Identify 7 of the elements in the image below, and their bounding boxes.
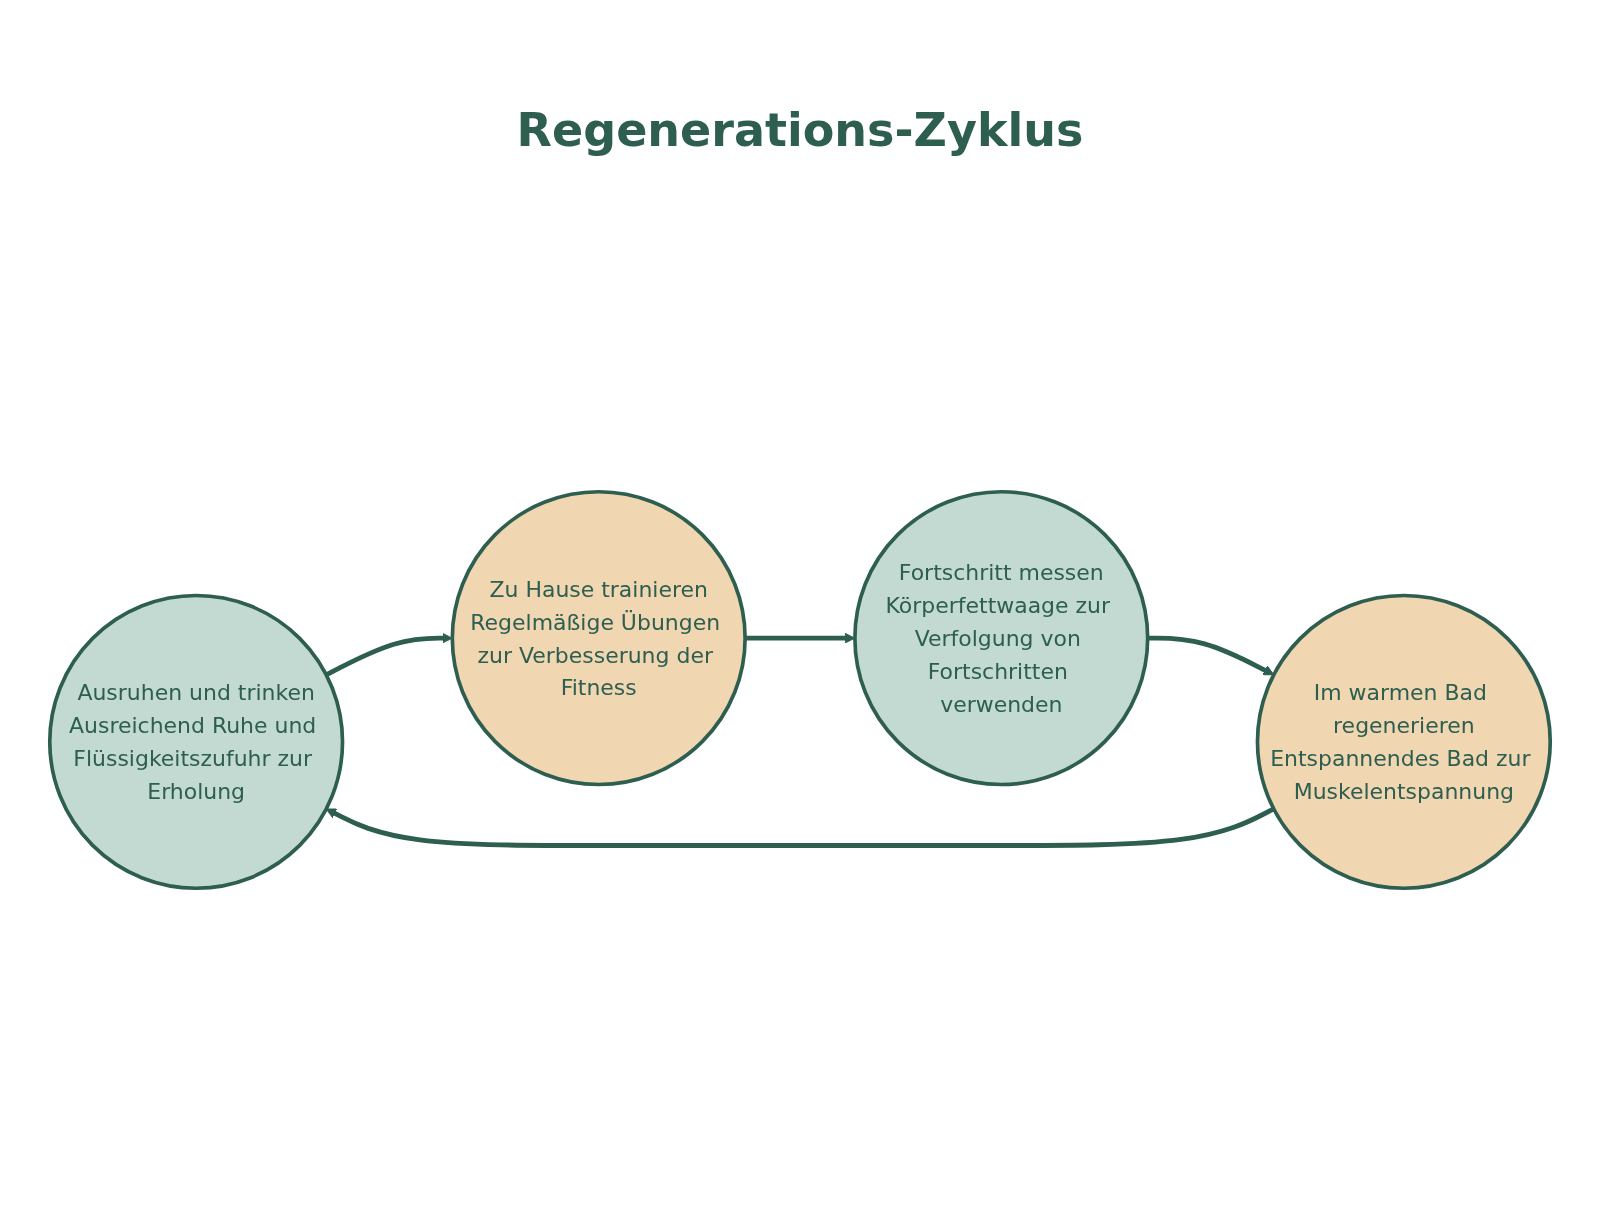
node-circle: Ausruhen und trinken Ausreichend Ruhe und Flüssigkeitszufuhr zur Erholung bbox=[47, 593, 345, 891]
node-circle: Fortschritt messen Körperfettwaage zur Verfolgung von Fortschritten verwenden bbox=[853, 489, 1150, 787]
diagram-title: Regenerations-Zyklus bbox=[515, 102, 1085, 159]
arrow bbox=[325, 806, 1275, 848]
arrow bbox=[745, 632, 856, 644]
node-circle: Im warmen Bad regenerieren Entspannendes Bad zur Muskelentspannung bbox=[1255, 593, 1553, 891]
node-circle: Zu Hause trainieren Regelmäßige Übungen zur Verbesserung der Fitness bbox=[450, 489, 747, 787]
